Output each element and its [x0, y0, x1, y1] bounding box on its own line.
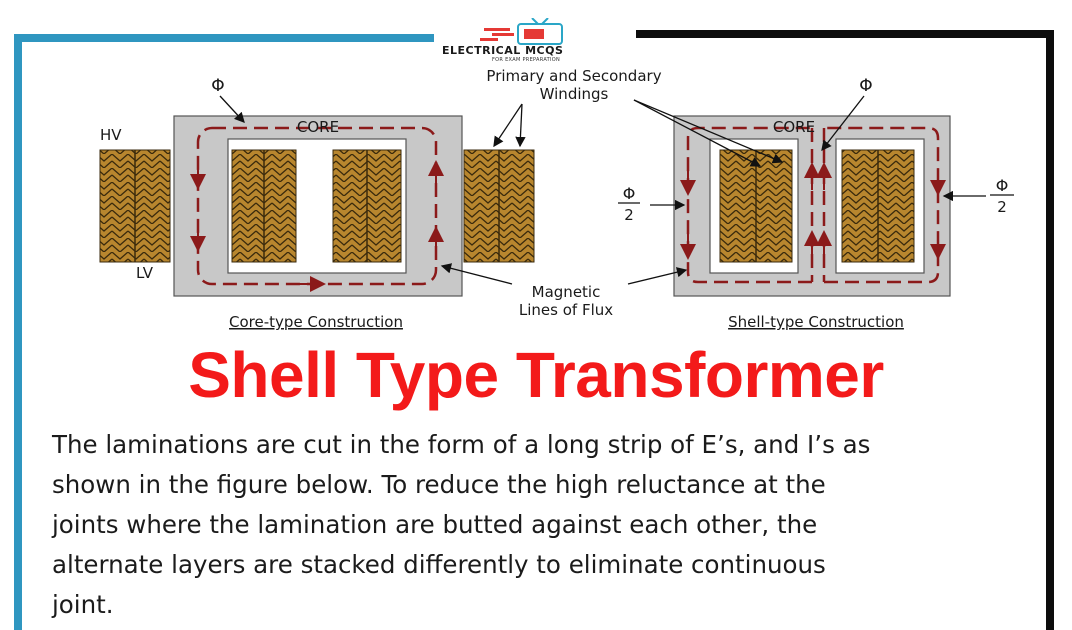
paragraph-line: alternate layers are stacked differently… [52, 550, 826, 579]
paragraph-line: joints where the lamination are butted a… [52, 510, 818, 539]
label-phi-left: Φ [211, 76, 224, 96]
label-primary-secondary: Primary and Secondary [486, 67, 661, 85]
paragraph-line: The laminations are cut in the form of a… [52, 430, 871, 459]
label-lv: LV [136, 264, 154, 282]
label-windings: Windings [540, 85, 609, 103]
frame-right-border [1046, 30, 1054, 630]
logo-title: ELECTRICAL MCQS [442, 44, 564, 57]
label-hv: HV [100, 126, 122, 144]
paragraph-line: joint. [52, 590, 114, 619]
caption-core-type: Core-type Construction [229, 313, 403, 331]
label-phi-half-den-right: 2 [997, 198, 1007, 216]
page-title: Shell Type Transformer [188, 339, 884, 411]
label-lines-of-flux: Lines of Flux [519, 301, 613, 319]
site-logo: ELECTRICAL MCQS FOR EXAM PREPARATION [440, 18, 630, 68]
logo-subtitle: FOR EXAM PREPARATION [492, 57, 561, 63]
paragraph-line: shown in the figure below. To reduce the… [52, 470, 826, 499]
label-phi-half-num-left: Φ [623, 184, 636, 203]
label-magnetic: Magnetic [532, 283, 601, 301]
label-core-right: CORE [773, 118, 815, 136]
label-phi-half-num-right: Φ [996, 176, 1009, 195]
label-phi-half-den-left: 2 [624, 206, 634, 224]
frame-left-border [14, 34, 22, 630]
transformer-diagram: Primary and Secondary Windings Magnetic … [99, 67, 1014, 331]
frame-top-left-border [14, 34, 434, 42]
label-phi-right: Φ [859, 76, 872, 96]
shell-type-flux-path-right [824, 126, 940, 284]
caption-shell-type: Shell-type Construction [728, 313, 904, 331]
description-paragraph: The laminations are cut in the form of a… [52, 425, 1032, 625]
label-core-left: CORE [297, 118, 339, 136]
shell-type-flux-path-left [686, 126, 812, 284]
frame-top-right-border [636, 30, 1054, 38]
tv-icon [480, 18, 563, 45]
